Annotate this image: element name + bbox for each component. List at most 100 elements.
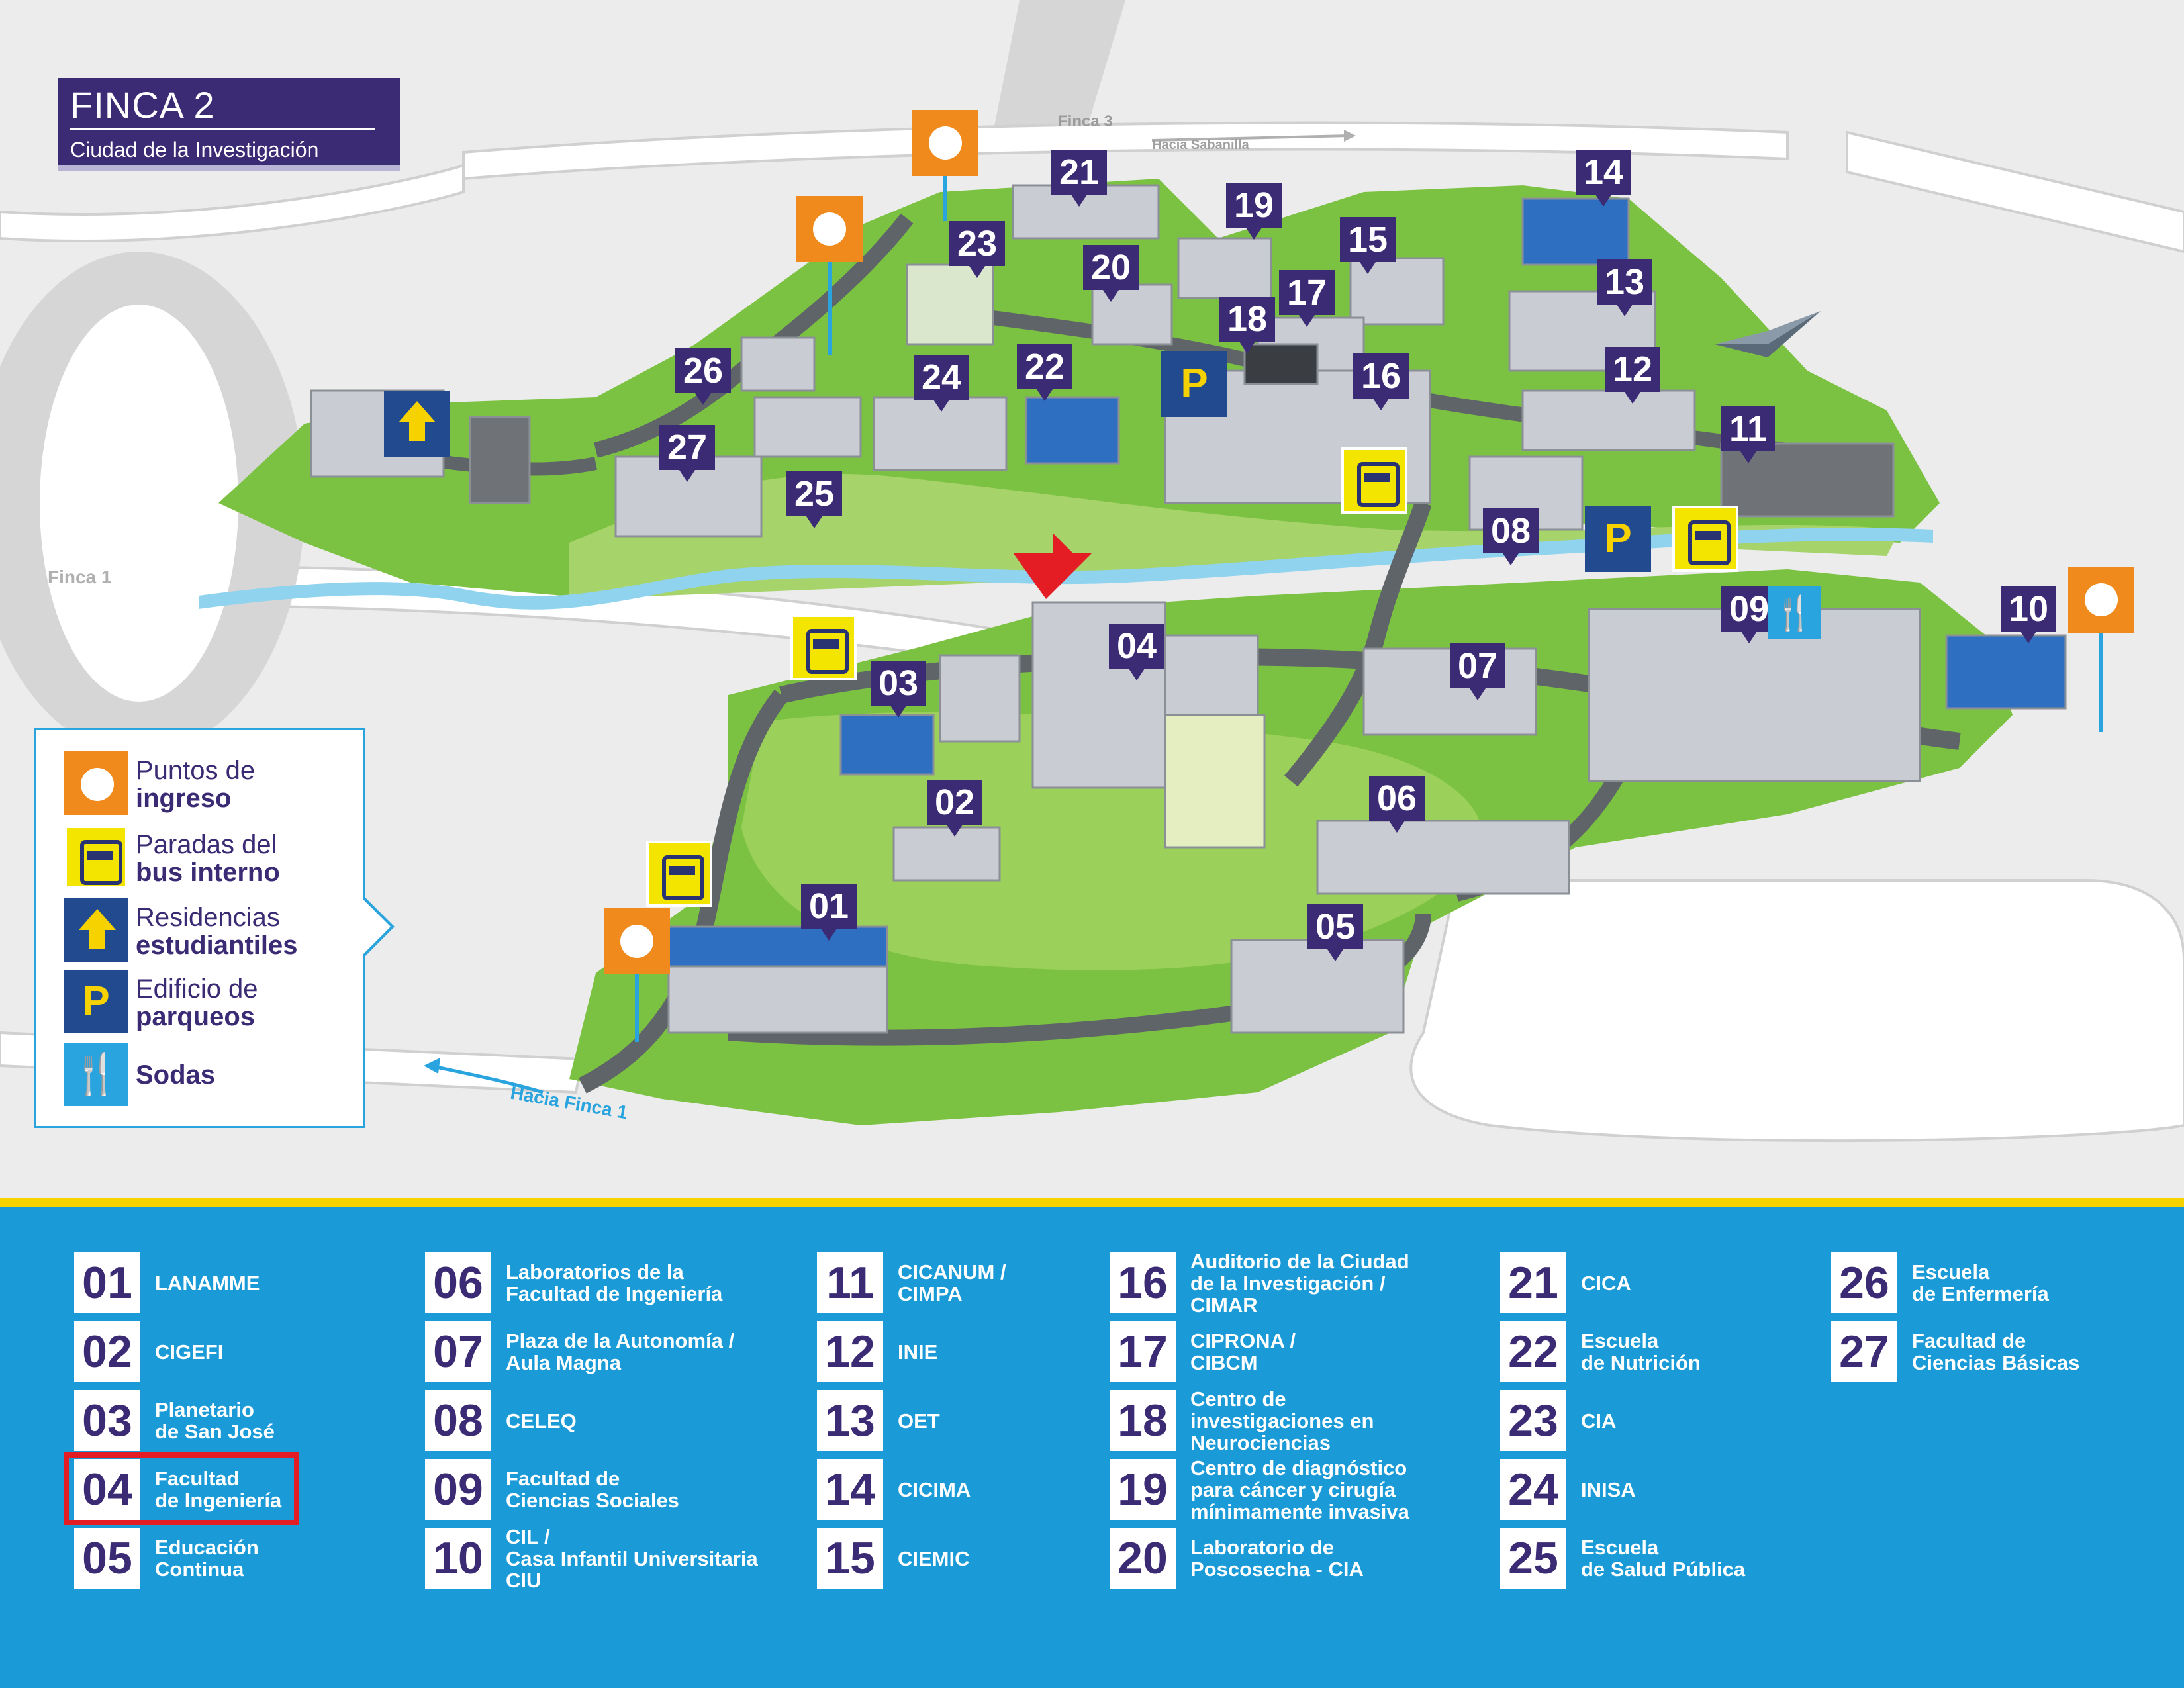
divider-stripe: [0, 1198, 2184, 1207]
map-badge-25[interactable]: 25: [786, 471, 843, 528]
map-badge-07[interactable]: 07: [1450, 643, 1506, 700]
index-label: Planetario de San José: [155, 1398, 275, 1443]
residence-annex: [469, 416, 531, 504]
bus-stop-icon[interactable]: [1341, 447, 1407, 514]
compass-needle-dark: [1715, 311, 1821, 357]
title-divider: [70, 128, 375, 130]
north-campus-forest: [569, 474, 1900, 596]
map-badge-13[interactable]: 13: [1597, 259, 1653, 316]
map-badge-05[interactable]: 05: [1307, 904, 1364, 961]
campus-map-drawing: [0, 0, 2184, 1143]
campus-map: Finca 3 Hacia Sabanilla Finca 1 Hacia Fi…: [0, 0, 2184, 1198]
map-badge-15[interactable]: 15: [1340, 217, 1396, 274]
parking-icon[interactable]: P: [1161, 351, 1227, 417]
map-badge-10[interactable]: 10: [2001, 586, 2057, 643]
soda-icon[interactable]: 🍴: [1768, 586, 1821, 639]
map-badge-20[interactable]: 20: [1083, 245, 1139, 302]
entry-pin-stick: [2099, 626, 2103, 732]
index-label: Laboratorios de la Facultad de Ingenierí…: [506, 1260, 723, 1305]
map-badge-02[interactable]: 02: [927, 780, 983, 837]
background-block: [1409, 879, 2184, 1143]
index-label: Facultad de Ciencias Sociales: [506, 1467, 679, 1512]
parking-icon[interactable]: P: [1585, 506, 1651, 572]
hacia-sabanilla-arrowhead: [1344, 130, 1356, 142]
map-badge-18[interactable]: 18: [1219, 297, 1276, 353]
building-12: [1521, 389, 1696, 451]
map-badge-23[interactable]: 23: [949, 221, 1006, 278]
legend-pointer-inner: [361, 898, 391, 956]
entry-point-icon[interactable]: [604, 908, 670, 974]
index-label: CICIMA: [898, 1477, 971, 1501]
index-number: 03: [74, 1390, 140, 1451]
index-label: Escuela de Nutrición: [1581, 1329, 1701, 1374]
map-badge-22[interactable]: 22: [1017, 344, 1073, 401]
entry-point-icon[interactable]: [912, 110, 978, 176]
index-number: 26: [1831, 1252, 1897, 1313]
map-badge-16[interactable]: 16: [1353, 353, 1409, 410]
building-02: [892, 826, 1001, 882]
map-badge-27[interactable]: 27: [659, 425, 716, 482]
building-14: [1521, 197, 1630, 266]
map-badge-17[interactable]: 17: [1279, 270, 1335, 327]
background-road: [0, 164, 465, 242]
index-number: 04: [74, 1459, 140, 1520]
index-label: CELEQ: [506, 1409, 577, 1432]
highlight-box-04: [64, 1452, 299, 1525]
index-label: Auditorio de la Ciudad de la Investigaci…: [1190, 1249, 1409, 1317]
entry-point-icon[interactable]: [796, 196, 863, 262]
campus-road: [1284, 500, 1432, 787]
map-badge-24[interactable]: 24: [914, 355, 970, 412]
index-label: CIPRONA / CIBCM: [1190, 1329, 1296, 1374]
buildings: [310, 184, 2067, 1034]
finca1-label: Finca 1: [48, 567, 112, 587]
map-badge-14[interactable]: 14: [1576, 150, 1632, 207]
bus-stop-icon[interactable]: [1672, 506, 1738, 572]
entry-pin-stick: [943, 168, 947, 221]
building-03: [839, 714, 935, 776]
map-badge-04[interactable]: 04: [1109, 624, 1165, 680]
hacia-sabanilla-label: Hacia Sabanilla: [1152, 138, 1249, 152]
index-number: 16: [1110, 1252, 1176, 1313]
map-badge-19[interactable]: 19: [1226, 183, 1282, 240]
bus-stop-icon[interactable]: [646, 841, 712, 907]
index-label: Plaza de la Autonomía / Aula Magna: [506, 1329, 735, 1374]
index-label: CIL / Casa Infantil Universitaria CIU: [506, 1524, 758, 1592]
map-badge-09[interactable]: 09: [1721, 586, 1778, 643]
map-badge-12[interactable]: 12: [1605, 347, 1661, 404]
map-badge-06[interactable]: 06: [1369, 776, 1425, 833]
index-label: CIA: [1581, 1409, 1617, 1432]
hacia-sabanilla-arrow: [1151, 134, 1351, 142]
index-number: 19: [1110, 1459, 1176, 1520]
residence-icon[interactable]: [384, 391, 450, 457]
index-number: 06: [425, 1252, 491, 1313]
index-label: OET: [898, 1409, 940, 1432]
background-roundabout-inner: [40, 305, 238, 702]
building-24: [873, 396, 1008, 471]
index-label: Educación Continua: [155, 1536, 259, 1581]
map-badge-11[interactable]: 11: [1721, 406, 1776, 463]
index-number: 01: [74, 1252, 140, 1313]
building-23: [906, 263, 994, 346]
residence-icon: [64, 898, 128, 962]
map-badge-21[interactable]: 21: [1051, 150, 1108, 207]
entry-point-icon[interactable]: [2068, 567, 2134, 633]
map-badge-01[interactable]: 01: [801, 884, 857, 941]
index-number: 14: [817, 1459, 883, 1520]
building-26: [740, 336, 816, 392]
index-label: CICANUM / CIMPA: [898, 1260, 1006, 1305]
building-10: [1945, 634, 2067, 710]
index-label: Facultad de Ciencias Básicas: [1912, 1329, 2080, 1374]
soda-icon: 🍴: [64, 1043, 128, 1106]
building-04a: [939, 654, 1021, 743]
hacia-finca1-arrowhead: [424, 1058, 440, 1074]
map-badge-08[interactable]: 08: [1483, 508, 1539, 565]
map-badge-03[interactable]: 03: [871, 661, 927, 718]
building-18: [1243, 343, 1319, 385]
map-badge-26[interactable]: 26: [675, 348, 732, 405]
bus-stop-icon[interactable]: [790, 614, 857, 680]
